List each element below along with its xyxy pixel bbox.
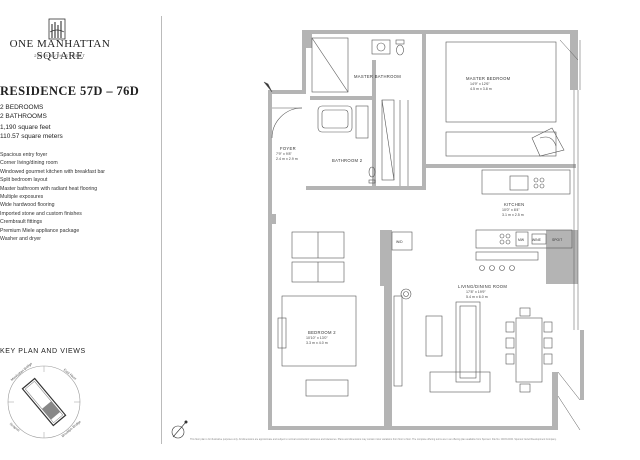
window-facade bbox=[557, 39, 581, 431]
feature-item: Master bathroom with radiant heat floori… bbox=[0, 185, 98, 192]
bedroom-2-dim-m: 3.3 m x 4.0 m bbox=[306, 341, 328, 345]
building-logo-icon bbox=[48, 18, 66, 40]
area-square-feet: 1,190 square feet bbox=[0, 124, 51, 131]
master-bedroom-dim-m: 4.5 m x 3.8 m bbox=[470, 87, 492, 91]
bedroom-count: 2 BEDROOMS bbox=[0, 104, 44, 111]
feature-item: Split bedroom layout bbox=[0, 177, 48, 184]
area-square-meters: 110.57 square meters bbox=[0, 132, 63, 140]
washer-dryer bbox=[391, 231, 413, 251]
foyer-dim-ft: 7'9" x 9'8" bbox=[276, 152, 292, 156]
bathroom-2 bbox=[317, 99, 409, 186]
room-label-bedroom-2: BEDROOM 2 bbox=[308, 330, 336, 335]
key-plan-diagram: Manhattan Bridge East River Brooklyn Bri… bbox=[7, 362, 82, 439]
master-bedroom-dim-ft: 14'9" x 12'6" bbox=[470, 82, 490, 86]
master-bedroom bbox=[445, 41, 565, 157]
view-label: Manhattan Bridge bbox=[10, 362, 33, 382]
floor-plan-drawing bbox=[171, 30, 584, 439]
kitchen bbox=[475, 169, 573, 271]
feature-item: Wide hardwood flooring bbox=[0, 202, 55, 209]
bedroom-2-dim-ft: 10'10" x 13'0" bbox=[306, 336, 328, 340]
info-panel: ONE MANHATTAN SQUARE 252 SOUTH STREET RE… bbox=[0, 0, 160, 460]
feature-item: Imported stone and custom finishes bbox=[0, 210, 82, 217]
closets bbox=[291, 231, 345, 283]
appliance-label-wine: WINE bbox=[532, 238, 541, 242]
appliance-label-spot: SPO/T bbox=[552, 238, 563, 242]
feature-item: Crembrault fittings bbox=[0, 219, 43, 226]
exterior-walls bbox=[268, 30, 584, 430]
residence-area: 1,190 square feet 110.57 square meters bbox=[0, 124, 63, 141]
room-label-master-bedroom: MASTER BEDROOM bbox=[466, 76, 511, 81]
room-label-foyer: FOYER bbox=[280, 146, 296, 151]
room-label-bathroom-2: BATHROOM 2 bbox=[332, 158, 363, 163]
appliance-label-mw: MW bbox=[518, 238, 525, 242]
kitchen-dim-ft: 10'0" x 8'4" bbox=[502, 208, 520, 212]
north-arrow-icon bbox=[171, 420, 188, 439]
foyer-dim-m: 2.4 m x 2.9 m bbox=[276, 157, 298, 161]
feature-item: Premium Miele appliance package bbox=[0, 227, 80, 234]
feature-item: Washer and dryer bbox=[0, 236, 42, 243]
bedroom-2 bbox=[277, 288, 412, 397]
brand-address: 252 SOUTH STREET bbox=[34, 53, 86, 58]
floor-plan: MASTER BATHROOM MASTER BEDROOM 14'9" x 1… bbox=[160, 0, 640, 460]
room-label-master-bathroom: MASTER BATHROOM bbox=[354, 74, 401, 79]
view-label: Brooklyn Bridge bbox=[61, 420, 82, 439]
living-dining-dim-m: 5.4 m x 6.0 m bbox=[466, 295, 488, 299]
residence-specs: 2 BEDROOMS 2 BATHROOMS bbox=[0, 104, 47, 121]
feature-item: Corner living/dining room bbox=[0, 160, 58, 167]
room-label-living-dining: LIVING/DINING ROOM bbox=[458, 284, 508, 289]
feature-item: Windowed gourmet kitchen with breakfast … bbox=[0, 168, 105, 175]
kitchen-dim-m: 3.1 m x 2.5 m bbox=[502, 213, 524, 217]
legal-footnote: This floor plan is for illustrative purp… bbox=[190, 438, 557, 441]
panel-divider bbox=[161, 16, 162, 444]
view-label: Seaport bbox=[9, 422, 21, 433]
room-label-kitchen: KITCHEN bbox=[504, 202, 525, 207]
appliance-label-wd: W/D bbox=[396, 240, 403, 244]
key-plan-title: KEY PLAN AND VIEWS bbox=[0, 348, 86, 355]
bathroom-count: 2 BATHROOMS bbox=[0, 112, 47, 120]
feature-list: Spacious entry foyer Corner living/dinin… bbox=[0, 151, 105, 243]
view-label: East River bbox=[63, 368, 78, 382]
brand-name: ONE MANHATTAN SQUARE bbox=[9, 38, 111, 62]
residence-title: RESIDENCE 57D – 76D bbox=[0, 84, 140, 98]
foyer-door bbox=[263, 81, 303, 139]
living-dining-dim-ft: 17'8" x 19'9" bbox=[466, 290, 486, 294]
feature-item: Multiple exposures bbox=[0, 194, 44, 201]
feature-item: Spacious entry foyer bbox=[0, 152, 48, 158]
master-bathroom bbox=[311, 37, 405, 93]
living-dining bbox=[425, 301, 553, 393]
